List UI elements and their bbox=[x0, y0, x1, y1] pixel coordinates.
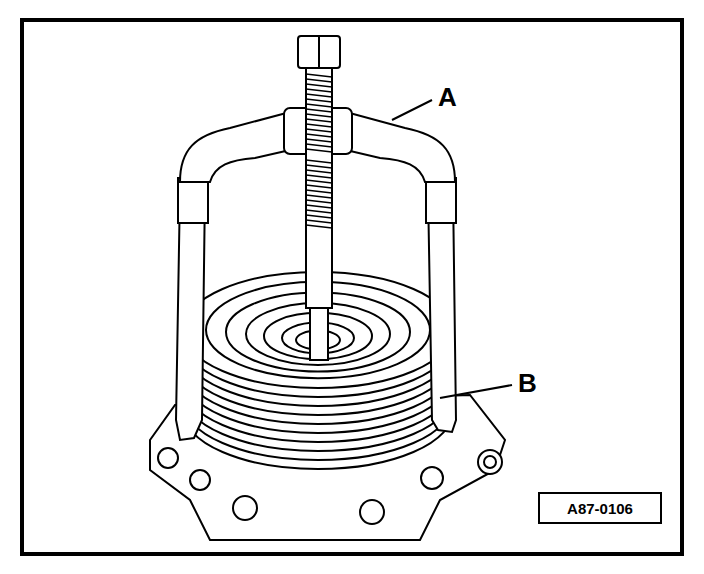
thread-lines bbox=[306, 74, 332, 228]
thread bbox=[306, 190, 332, 193]
thread bbox=[306, 139, 332, 142]
thread bbox=[306, 195, 332, 198]
thread bbox=[306, 165, 332, 168]
thread bbox=[306, 225, 332, 228]
thread bbox=[306, 205, 332, 208]
thread bbox=[306, 160, 332, 163]
reference-box: A87-0106 bbox=[538, 492, 662, 524]
thread bbox=[306, 99, 332, 102]
leader-line bbox=[392, 100, 432, 120]
thread bbox=[306, 220, 332, 223]
thread bbox=[306, 134, 332, 137]
thread bbox=[306, 149, 332, 152]
thread bbox=[306, 74, 332, 77]
thread bbox=[306, 119, 332, 122]
thread bbox=[306, 114, 332, 117]
thread bbox=[306, 215, 332, 218]
thread bbox=[306, 104, 332, 107]
part-letter: A bbox=[436, 84, 459, 110]
leader-line bbox=[440, 385, 512, 398]
thread bbox=[306, 129, 332, 132]
thread bbox=[306, 84, 332, 87]
thread bbox=[306, 185, 332, 188]
thread bbox=[306, 94, 332, 97]
thread bbox=[306, 144, 332, 147]
thread bbox=[306, 175, 332, 178]
thread bbox=[306, 89, 332, 92]
thread bbox=[306, 109, 332, 112]
thread bbox=[306, 170, 332, 173]
reference-code: A87-0106 bbox=[567, 500, 633, 517]
thread bbox=[306, 124, 332, 127]
part-letter: B bbox=[516, 370, 539, 396]
thread bbox=[306, 210, 332, 213]
puller-tool bbox=[176, 36, 456, 440]
frame bbox=[22, 20, 682, 554]
thread bbox=[306, 79, 332, 82]
thread bbox=[306, 200, 332, 203]
thread bbox=[306, 180, 332, 183]
